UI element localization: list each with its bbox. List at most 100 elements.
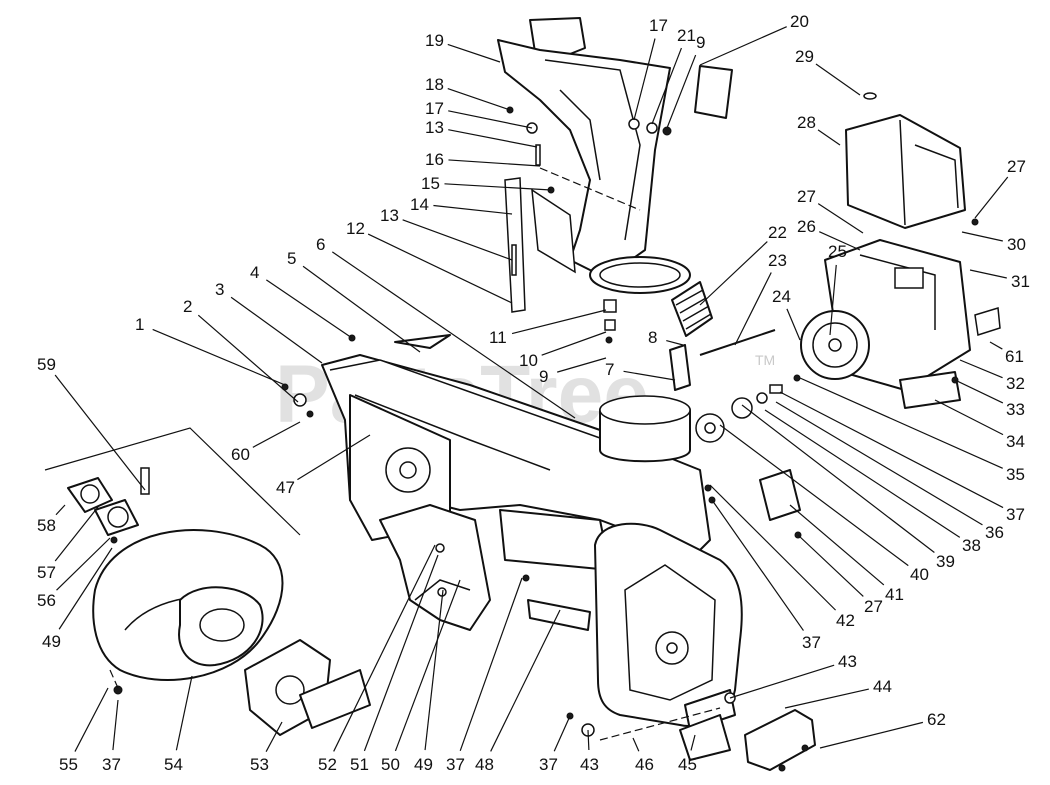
callout-25: 25 (828, 242, 847, 336)
leader-line (447, 43, 501, 63)
callout-18: 18 (425, 75, 511, 111)
leader-line (779, 391, 1004, 509)
callout-label: 13 (425, 118, 444, 137)
leader-line (252, 421, 301, 448)
callout-label: 28 (797, 113, 816, 132)
callout-label: 61 (1005, 347, 1024, 366)
callout-49: 49 (42, 547, 113, 651)
callout-38: 38 (764, 409, 981, 555)
callout-43: 43 (580, 729, 599, 774)
callout-39: 39 (741, 404, 955, 571)
auger-housing (321, 354, 743, 727)
watermark-trademark: TM (755, 352, 775, 368)
callout-label: 6 (316, 235, 325, 254)
leader-line (690, 734, 696, 751)
leader-line (175, 675, 193, 751)
callout-22: 22 (699, 223, 787, 306)
callout-45: 45 (678, 734, 697, 774)
callout-label: 27 (864, 597, 883, 616)
callout-46: 46 (632, 737, 654, 774)
callout-label: 40 (910, 565, 929, 584)
callout-8: 8 (648, 328, 684, 347)
callout-label: 49 (414, 755, 433, 774)
callout-label: 54 (164, 755, 183, 774)
worm-gear (603, 281, 776, 356)
callout-label: 21 (677, 26, 696, 45)
callout-label: 9 (696, 33, 705, 52)
callout-42: 42 (709, 484, 855, 630)
leader-line (447, 87, 511, 111)
leader-line (786, 308, 801, 341)
leader-line (511, 309, 607, 335)
callout-label: 11 (489, 328, 507, 347)
leader-line (433, 204, 513, 215)
leader-line (459, 577, 523, 752)
impeller-parts (379, 504, 591, 631)
callout-label: 15 (421, 174, 440, 193)
callout-56: 56 (37, 537, 111, 610)
callout-4: 4 (250, 263, 353, 339)
callout-label: 37 (802, 633, 821, 652)
callout-27: 27 (797, 187, 864, 234)
leader-line (789, 504, 885, 586)
leader-line (934, 399, 1004, 436)
leader-line (623, 370, 676, 381)
leader-line (265, 279, 353, 339)
callout-37: 37 (102, 699, 121, 774)
callout-label: 32 (1006, 374, 1025, 393)
callout-40: 40 (719, 424, 929, 584)
callout-21: 21 (651, 26, 696, 125)
callout-label: 34 (1006, 432, 1025, 451)
scraper-strip (394, 334, 451, 349)
callout-label: 37 (1006, 505, 1025, 524)
leader-line (394, 579, 461, 752)
callout-33: 33 (954, 379, 1025, 419)
callout-label: 50 (381, 755, 400, 774)
callout-48: 48 (475, 609, 561, 774)
callout-label: 37 (102, 755, 121, 774)
callout-label: 18 (425, 75, 444, 94)
leader-line (829, 264, 837, 336)
leader-line (741, 404, 935, 553)
callout-37: 37 (539, 715, 571, 774)
callout-label: 57 (37, 563, 56, 582)
callout-label: 39 (936, 552, 955, 571)
callout-29: 29 (795, 47, 861, 96)
callout-47: 47 (276, 434, 371, 497)
callout-55: 55 (59, 687, 109, 774)
callout-label: 33 (1006, 400, 1025, 419)
callout-label: 14 (410, 195, 429, 214)
leader-line (197, 314, 299, 403)
discharge-chute (497, 17, 691, 313)
callout-label: 30 (1007, 235, 1026, 254)
callout-label: 37 (446, 755, 465, 774)
belt-cover (845, 92, 966, 229)
callout-label: 38 (962, 536, 981, 555)
callout-12: 12 (346, 219, 513, 304)
callout-27: 27 (974, 157, 1026, 219)
callout-label: 7 (605, 360, 614, 379)
callout-label: 19 (425, 31, 444, 50)
callout-14: 14 (410, 195, 513, 215)
callout-2: 2 (183, 297, 299, 403)
leader-line (557, 357, 607, 373)
leader-line (152, 328, 286, 386)
leader-line (363, 554, 439, 752)
leader-line (633, 38, 656, 121)
leader-line (56, 537, 111, 591)
leader-line (799, 377, 1003, 469)
callout-label: 35 (1006, 465, 1025, 484)
callout-label: 1 (135, 315, 144, 334)
callout-label: 43 (580, 755, 599, 774)
callout-label: 44 (873, 677, 892, 696)
leader-line (711, 499, 804, 631)
callout-label: 12 (346, 219, 365, 238)
leader-line (448, 129, 538, 148)
leader-line (55, 504, 66, 516)
callout-label: 43 (838, 652, 857, 671)
callout-label: 51 (350, 755, 369, 774)
callout-32: 32 (959, 359, 1025, 393)
leader-line (959, 359, 1003, 379)
callout-34: 34 (934, 399, 1025, 451)
